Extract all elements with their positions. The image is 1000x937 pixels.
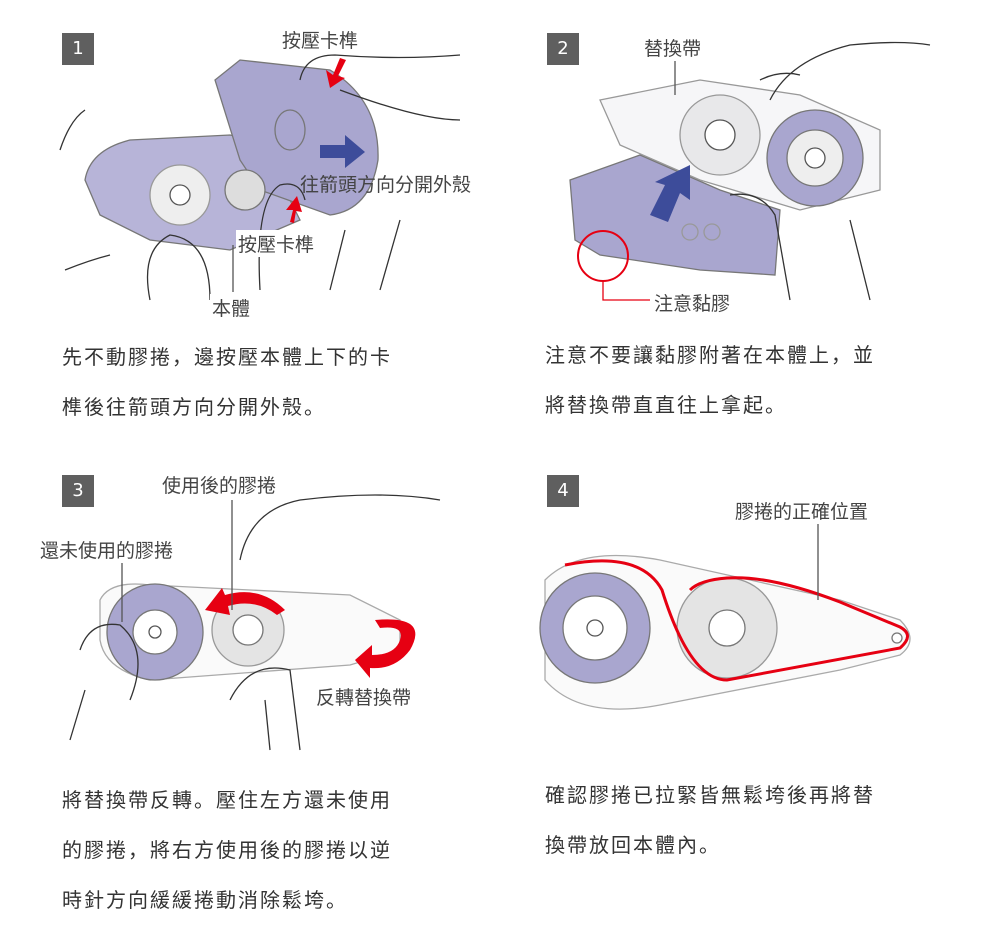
caption-line: 將替換帶反轉。壓住左方還未使用 (62, 788, 392, 812)
step-badge-4: 4 (547, 475, 579, 507)
caption-line: 將替換帶直直往上拿起。 (545, 393, 787, 417)
caption-line: 榫後往箭頭方向分開外殼。 (62, 395, 326, 419)
step-badge-3: 3 (62, 475, 94, 507)
caption-line: 確認膠捲已拉緊皆無鬆垮後再將替 (545, 783, 875, 807)
label-used-roll: 使用後的膠捲 (160, 471, 279, 498)
blue-arrow (320, 135, 365, 168)
caption-line: 換帶放回本體內。 (545, 833, 721, 857)
label-reverse: 反轉替換帶 (314, 683, 414, 710)
red-arrow-reverse (355, 619, 416, 678)
label-correct-position: 膠捲的正確位置 (733, 497, 871, 524)
label-adhesive-note: 注意黏膠 (652, 289, 733, 316)
step3-illustration (69, 494, 441, 751)
caption-line: 的膠捲，將右方使用後的膠捲以逆 (62, 838, 392, 862)
hand-bottom (59, 109, 401, 301)
label-body: 本體 (210, 294, 253, 321)
step-badge-2: 2 (547, 33, 579, 65)
step1-caption: 先不動膠捲，邊按壓本體上下的卡 榫後往箭頭方向分開外殼。 (62, 332, 502, 432)
step1-illustration (59, 54, 461, 301)
caption-line: 先不動膠捲，邊按壓本體上下的卡 (62, 345, 392, 369)
hand (729, 41, 931, 301)
body-shell (569, 154, 781, 276)
step2-caption: 注意不要讓黏膠附著在本體上，並 將替換帶直直往上拿起。 (545, 330, 985, 430)
label-unused-roll: 還未使用的膠捲 (38, 536, 176, 563)
label-press-bottom: 按壓卡榫 (236, 230, 317, 257)
step-badge-1: 1 (62, 33, 94, 65)
red-arrow-bottom (286, 196, 302, 223)
caption-line: 時針方向緩緩捲動消除鬆垮。 (62, 888, 348, 912)
red-arrow-top (326, 58, 346, 88)
hand-top (299, 54, 461, 121)
step2-illustration (569, 41, 931, 301)
blue-arrow (650, 165, 690, 222)
red-arrow-ccw (205, 588, 285, 615)
caption-line: 注意不要讓黏膠附著在本體上，並 (545, 343, 875, 367)
tape-path (564, 559, 909, 682)
label-refill: 替換帶 (642, 34, 704, 61)
label-press-top: 按壓卡榫 (280, 26, 361, 53)
label-arrow-direction: 往箭頭方向分開外殼 (300, 174, 472, 196)
step4-illustration (539, 520, 911, 710)
step3-caption: 將替換帶反轉。壓住左方還未使用 的膠捲，將右方使用後的膠捲以逆 時針方向緩緩捲動… (62, 775, 502, 925)
hand (69, 494, 441, 751)
step4-caption: 確認膠捲已拉緊皆無鬆垮後再將替 換帶放回本體內。 (545, 770, 985, 870)
